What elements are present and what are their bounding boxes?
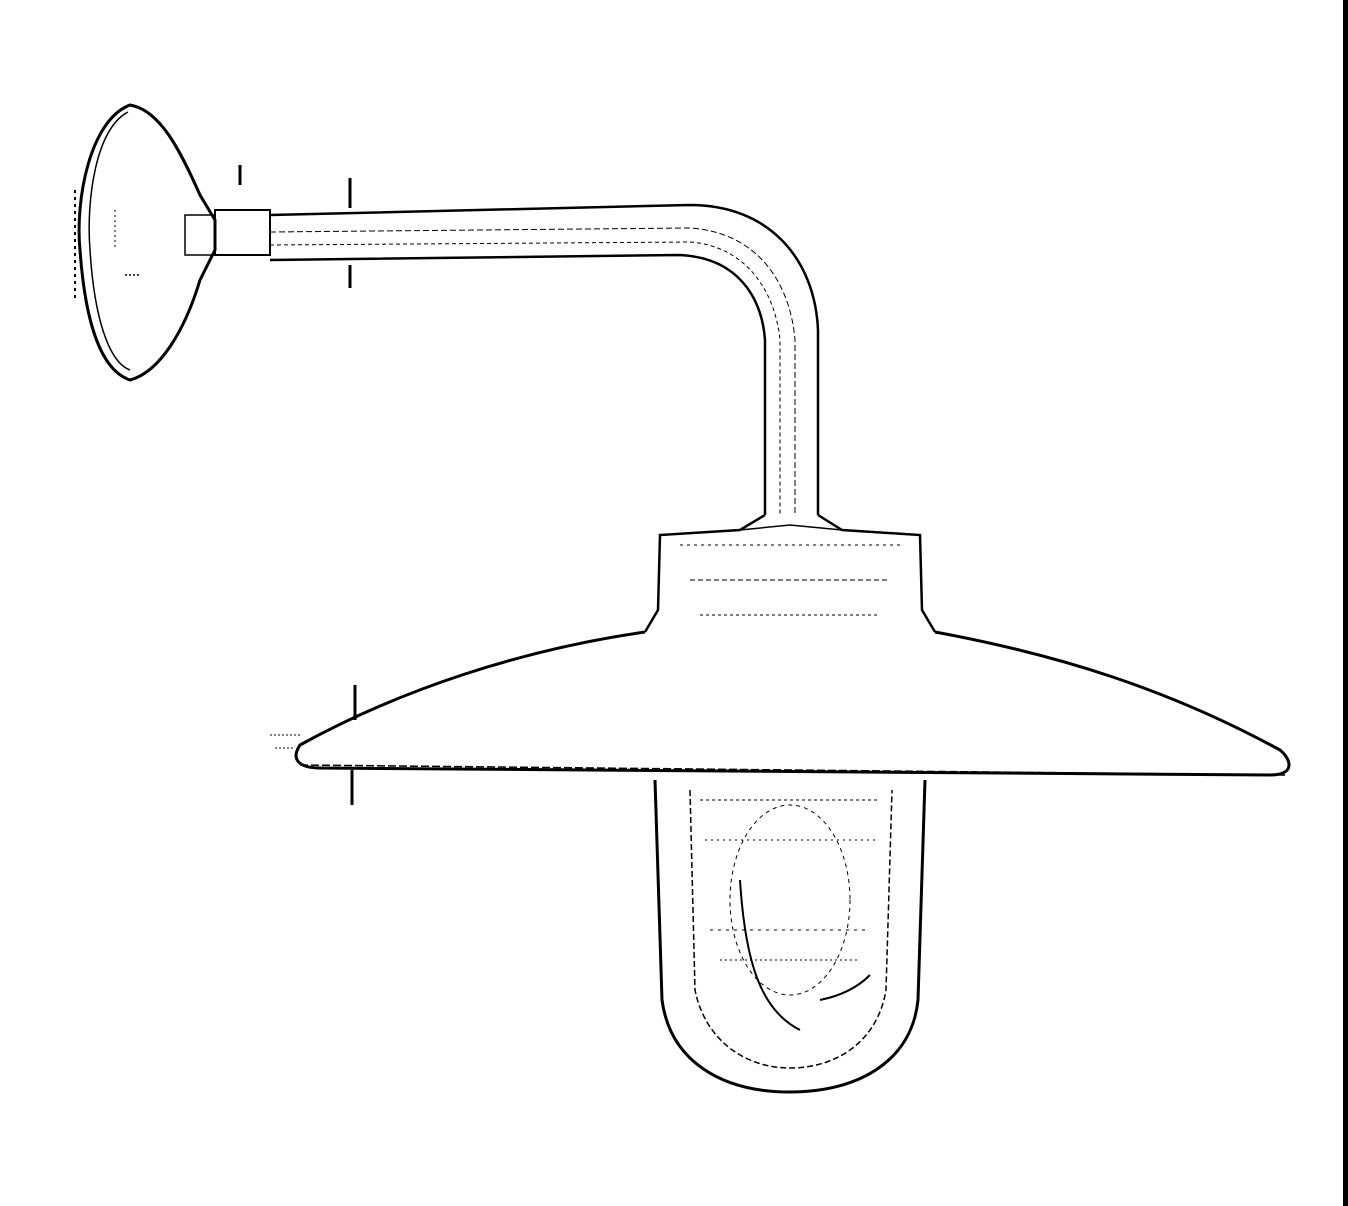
right-edge-border <box>1343 0 1348 1206</box>
wall-mount-plate <box>74 103 217 382</box>
lamp-housing <box>643 513 937 633</box>
glass-globe <box>653 779 927 1094</box>
lamp-shade <box>270 630 1291 805</box>
lamp-arm <box>214 165 820 515</box>
